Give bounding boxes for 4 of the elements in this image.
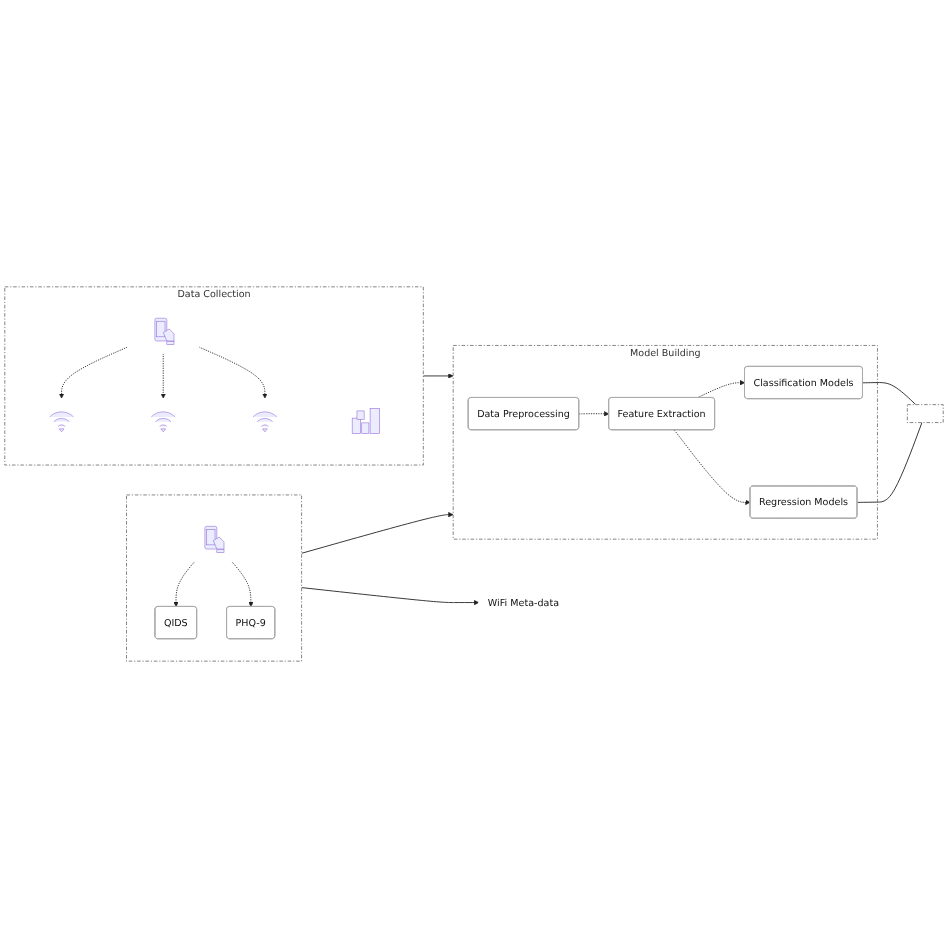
cluster <box>126 494 302 662</box>
connector <box>862 382 917 406</box>
node-box <box>907 404 944 423</box>
connector <box>856 422 923 503</box>
